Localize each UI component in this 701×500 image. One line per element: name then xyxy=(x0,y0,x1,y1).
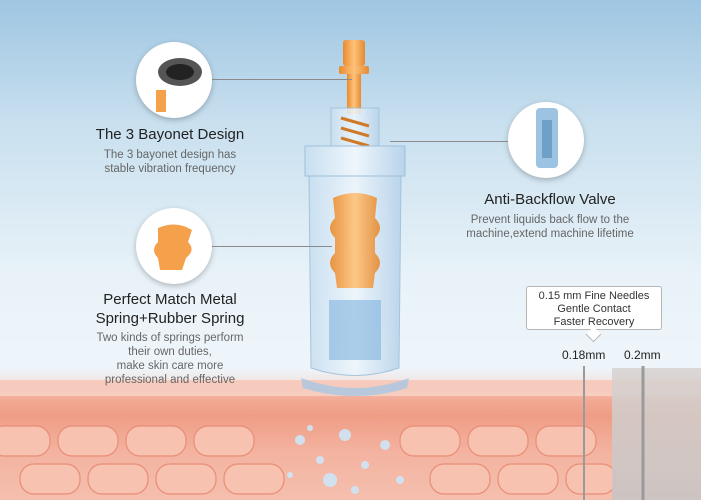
needles-callout: 0.15 mm Fine Needles Gentle Contact Fast… xyxy=(526,286,662,330)
bayonet-leader xyxy=(212,79,352,80)
valve-title: Anti-Backflow Valve xyxy=(484,191,616,208)
needle-zone-shade xyxy=(612,368,701,500)
needle-018-label: 0.18mm xyxy=(562,348,606,362)
needle-cartridge xyxy=(301,40,409,396)
valve-desc: Prevent liquids back flow to the machine… xyxy=(466,214,634,240)
bayonet-image xyxy=(156,58,202,112)
needle-018 xyxy=(583,366,585,500)
spring-image xyxy=(154,224,192,270)
needle-02 xyxy=(641,366,645,500)
needle-02-label: 0.2mm xyxy=(624,348,661,362)
bayonet-desc: The 3 bayonet design has stable vibratio… xyxy=(103,149,237,175)
bayonet-title: The 3 Bayonet Design xyxy=(95,126,245,143)
bayonet-inset xyxy=(136,42,212,118)
spring-inset xyxy=(136,208,212,284)
valve-leader xyxy=(390,141,508,142)
valve-image xyxy=(536,108,558,168)
skin-cells xyxy=(0,425,617,495)
spring-desc: Two kinds of springs perform their own d… xyxy=(96,332,244,386)
valve-inset xyxy=(508,102,584,178)
spring-leader xyxy=(212,246,332,247)
spring-title: Perfect Match Metal Spring+Rubber Spring xyxy=(95,291,245,327)
